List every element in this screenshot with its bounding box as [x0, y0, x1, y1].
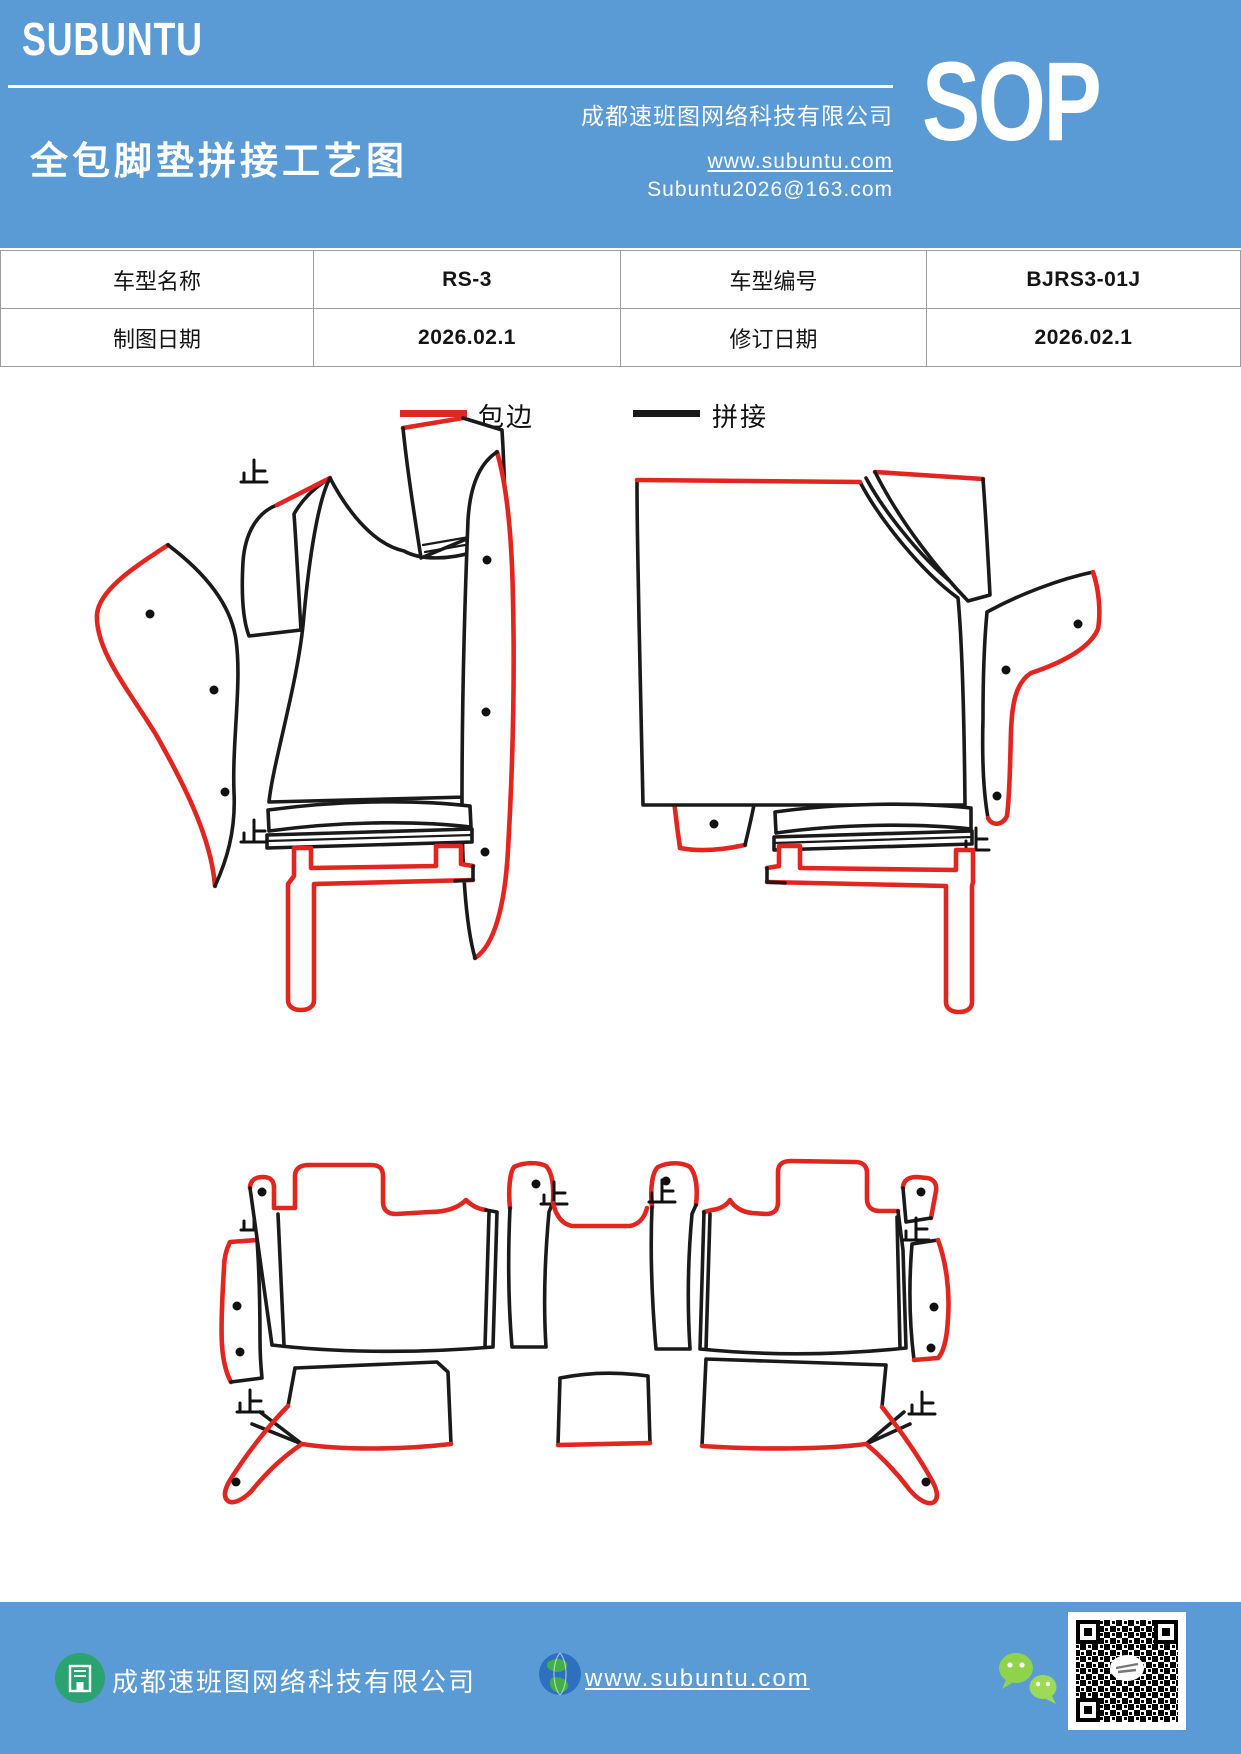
- table-label-model-code: 车型编号: [621, 251, 927, 309]
- page-title: 全包脚垫拼接工艺图: [30, 141, 409, 183]
- legend-seam-swatch: [633, 410, 700, 417]
- doc-type-label: SOP: [922, 39, 1102, 164]
- table-value-revise-date: 2026.02.1: [927, 309, 1241, 367]
- header-company-name: 成都速班图网络科技有限公司: [581, 103, 893, 129]
- table-label-model-name: 车型名称: [1, 251, 314, 309]
- front-left-mat-drawing: [94, 415, 516, 1013]
- footer-company-name: 成都速班图网络科技有限公司: [112, 1667, 477, 1697]
- table-label-revise-date: 修订日期: [621, 309, 927, 367]
- brand-logo: SUBUNTU: [22, 13, 203, 65]
- table-value-draw-date: 2026.02.1: [314, 309, 621, 367]
- header-divider: [8, 85, 893, 88]
- table-value-model-name: RS-3: [314, 251, 621, 309]
- table-label-draw-date: 制图日期: [1, 309, 314, 367]
- vehicle-info-table: 车型名称 RS-3 车型编号 BJRS3-01J 制图日期 2026.02.1 …: [0, 250, 1241, 367]
- header-banner: SUBUNTU 成都速班图网络科技有限公司 SOP 全包脚垫拼接工艺图 www.…: [0, 0, 1241, 248]
- front-right-mat-drawing: [634, 469, 1102, 1015]
- legend-edge-label: 包边: [478, 402, 535, 432]
- footer-website-link[interactable]: www.subuntu.com: [585, 1665, 810, 1692]
- header-email: Subuntu2026@163.com: [647, 178, 893, 201]
- header-website-link[interactable]: www.subuntu.com: [707, 150, 893, 173]
- legend-seam-label: 拼接: [712, 402, 769, 432]
- rear-mat-drawing: [219, 1158, 951, 1506]
- legend-edge-swatch: [400, 410, 467, 417]
- table-value-model-code: BJRS3-01J: [927, 251, 1241, 309]
